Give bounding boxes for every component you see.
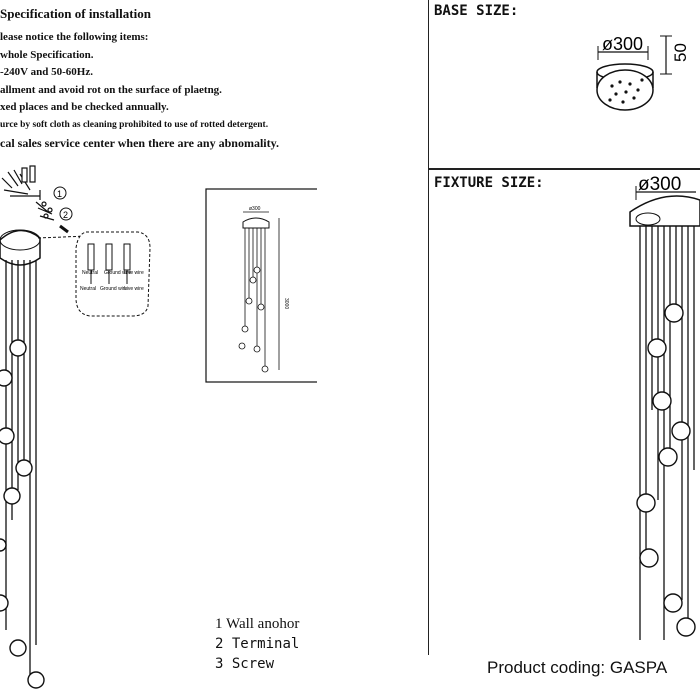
fixture-drawing: ø300 — [629, 174, 700, 640]
spec-line: cal sales service center when there are … — [0, 136, 279, 150]
thumbnail-diameter: ø300 — [249, 206, 261, 212]
wire-label-ground-top: Ground wire — [104, 270, 131, 276]
specification-lines: lease notice the following items: whole … — [0, 29, 279, 153]
base-drawing: ø300 50 — [596, 34, 690, 111]
wire-label-neutral-top: Neutral — [82, 270, 98, 276]
legend-num: 1 — [215, 616, 223, 632]
legend: 1 Wall anohor 2 Terminal 3 Screw — [215, 614, 299, 674]
spec-line: urce by soft cloth as cleaning prohibite… — [0, 119, 269, 130]
wire-label-live: Live wire — [124, 286, 144, 292]
fixture-diameter-label: ø300 — [638, 174, 681, 195]
spec-line: lease notice the following items: — [0, 31, 149, 43]
spec-line: xed places and be checked annually. — [0, 101, 169, 113]
callout-1: 1 — [57, 189, 62, 199]
legend-num: 3 — [215, 656, 224, 672]
spec-line: whole Specification. — [0, 48, 94, 61]
section-divider-horizontal — [428, 168, 700, 170]
callout-2: 2 — [63, 210, 68, 220]
specification-title: Specification of installation — [0, 6, 151, 21]
installation-drawing: 1 2 — [0, 165, 89, 689]
thumbnail-drawing: ø300 3000 — [205, 188, 317, 383]
section-divider-vertical — [428, 0, 429, 655]
base-diameter-label: ø300 — [602, 34, 643, 54]
base-height-label: 50 — [671, 43, 690, 62]
legend-text: Screw — [231, 656, 275, 672]
legend-num: 2 — [215, 636, 224, 652]
legend-item: 1 Wall anohor — [215, 614, 299, 634]
product-coding: Product coding: GASPA — [487, 658, 668, 677]
wire-label-ground: Ground wire — [100, 286, 127, 292]
legend-item: 2 Terminal — [215, 634, 299, 654]
legend-text: Wall anohor — [225, 616, 300, 632]
base-size-title: BASE SIZE: — [434, 3, 519, 19]
fixture-size-title: FIXTURE SIZE: — [434, 175, 544, 191]
spec-line: -240V and 50-60Hz. — [0, 66, 93, 78]
legend-item: 3 Screw — [215, 654, 299, 674]
spec-line: allment and avoid rot on the surface of … — [0, 83, 222, 96]
wire-label-live-top: Live wire — [124, 270, 144, 276]
thumbnail-height: 3000 — [283, 298, 289, 309]
wire-label-neutral: Neutral — [80, 286, 96, 292]
legend-text: Terminal — [231, 636, 300, 652]
wiring-detail: Neutral Ground wire Live wire Neutral Gr… — [75, 231, 151, 317]
